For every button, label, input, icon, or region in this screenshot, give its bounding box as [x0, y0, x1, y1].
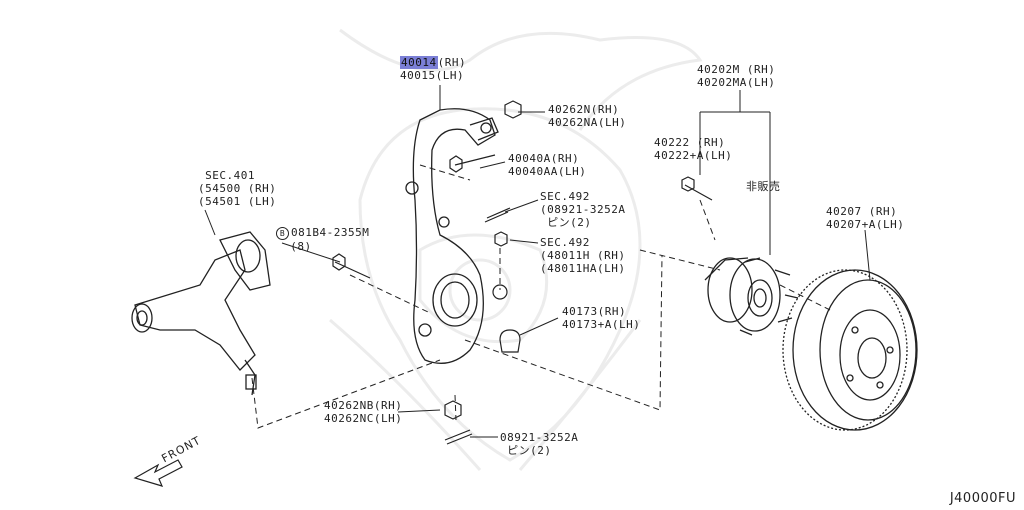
- label-hub: 40202M (RH)40202MA(LH): [697, 63, 776, 89]
- leader-lines: [204, 85, 871, 438]
- label-sec492-sensor: SEC.492(48011H (RH)(48011HA(LH): [540, 236, 626, 275]
- label-hub-bolt: 40222 (RH)40222+A(LH): [654, 136, 733, 162]
- label-knuckle[interactable]: 40014(RH) 40015(LH): [400, 56, 466, 82]
- bolt-mark-icon: B: [276, 227, 289, 240]
- label-sec401: SEC.401(54500 (RH)(54501 (LH): [198, 169, 277, 208]
- label-sec492-pin: SEC.492(08921-3252A ピン(2): [540, 190, 626, 229]
- label-nut-nb: 40262NB(RH)40262NC(LH): [324, 399, 403, 425]
- lower-control-arm: [131, 231, 271, 396]
- label-knuckle-lh: 40015(LH): [400, 69, 465, 82]
- brake-rotor: [782, 269, 918, 431]
- diagram-code: J40000FU: [949, 491, 1016, 506]
- front-arrow-icon: [133, 459, 183, 487]
- label-not-for-sale: 非販売: [746, 180, 781, 193]
- dashed-leaders: [251, 164, 831, 429]
- highlighted-part-number[interactable]: 40014: [400, 56, 438, 69]
- label-rotor: 40207 (RH)40207+A(LH): [826, 205, 905, 231]
- wheel-hub: [704, 257, 799, 336]
- diagram-lines: [131, 85, 918, 487]
- hardware: [332, 100, 713, 445]
- watermark-emblem: [329, 28, 703, 471]
- label-bolt-40040a: 40040A(RH)40040AA(LH): [508, 152, 587, 178]
- label-shield: 40173(RH)40173+A(LH): [562, 305, 641, 331]
- side-rh: (RH): [437, 56, 467, 69]
- steering-knuckle: [405, 108, 499, 364]
- label-pin-b: 08921-3252A ピン(2): [500, 431, 579, 457]
- label-nut-n: 40262N(RH)40262NA(LH): [548, 103, 627, 129]
